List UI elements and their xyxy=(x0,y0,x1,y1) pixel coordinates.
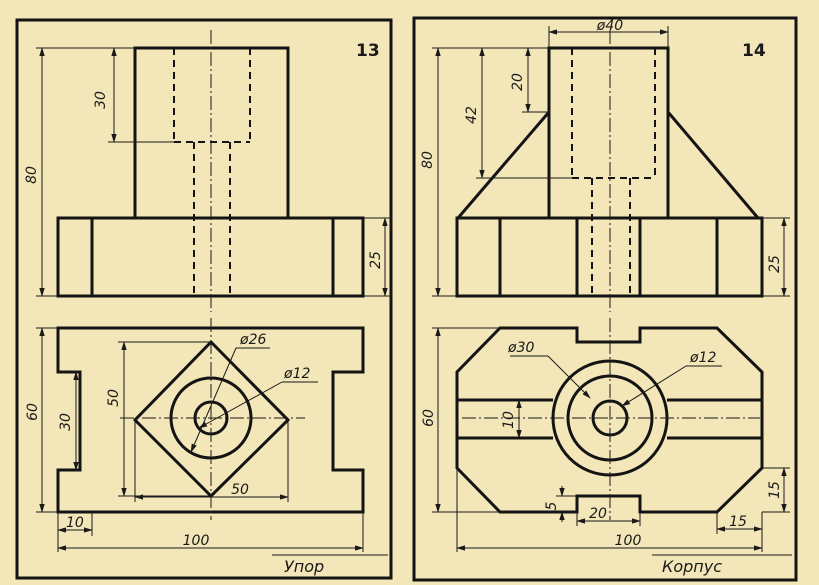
panel-14-top-dims: 60 10 ø30 ø12 5 20 15 15 xyxy=(421,327,790,552)
dim-14-height-80: 80 xyxy=(420,151,436,169)
panel-14-frame xyxy=(412,16,798,582)
panel-13-caption: Упор xyxy=(284,557,324,576)
dim-13-height-25: 25 xyxy=(368,251,384,269)
dim-14-height-25: 25 xyxy=(767,255,783,273)
panel-13: 13 30 80 25 xyxy=(15,18,393,580)
panel-13-number: 13 xyxy=(356,41,380,61)
dim-14-dia-30: ø30 xyxy=(507,340,534,356)
dim-14-dia-12: ø12 xyxy=(689,350,716,366)
panel-13-front-view xyxy=(56,30,365,312)
dim-14-slot-10: 10 xyxy=(501,411,517,429)
panel-13-top-view xyxy=(56,318,365,520)
dim-14-depth-60: 60 xyxy=(421,409,437,427)
dim-14-chamfer-15-v: 15 xyxy=(767,481,783,499)
dim-13-height-80: 80 xyxy=(24,166,40,184)
panel-13-top-dims: 60 30 50 50 ø26 ø12 10 100 xyxy=(25,327,364,552)
dim-14-dia-40: ø40 xyxy=(596,18,623,34)
dim-13-dia-26: ø26 xyxy=(239,332,266,348)
dim-14-notch-5: 5 xyxy=(544,501,560,510)
panel-14-front-view xyxy=(455,30,764,312)
panel-13-frame xyxy=(15,18,393,580)
panel-14-number: 14 xyxy=(742,41,766,61)
dim-13-square-50-v: 50 xyxy=(106,389,122,407)
dim-14-notch-20: 20 xyxy=(589,506,607,522)
panel-14-caption: Корпус xyxy=(662,557,722,576)
dim-14-width-100: 100 xyxy=(615,533,642,549)
panel-14-front-dims: ø40 20 42 80 25 xyxy=(420,18,790,297)
dim-13-square-50-h: 50 xyxy=(231,482,249,498)
dim-14-height-20: 20 xyxy=(510,73,526,91)
dim-13-dia-12: ø12 xyxy=(283,366,310,382)
dim-13-width-100: 100 xyxy=(183,533,210,549)
panel-13-front-dims: 30 80 25 xyxy=(24,47,392,297)
dim-13-width-10: 10 xyxy=(66,515,84,531)
dim-13-slot-30: 30 xyxy=(58,413,74,431)
dim-14-chamfer-15-h: 15 xyxy=(729,514,747,530)
dim-13-height-30: 30 xyxy=(93,91,109,109)
dim-14-height-42: 42 xyxy=(464,106,480,124)
dim-13-depth-60: 60 xyxy=(25,403,41,421)
panel-14: 14 ø40 20 xyxy=(412,16,798,582)
